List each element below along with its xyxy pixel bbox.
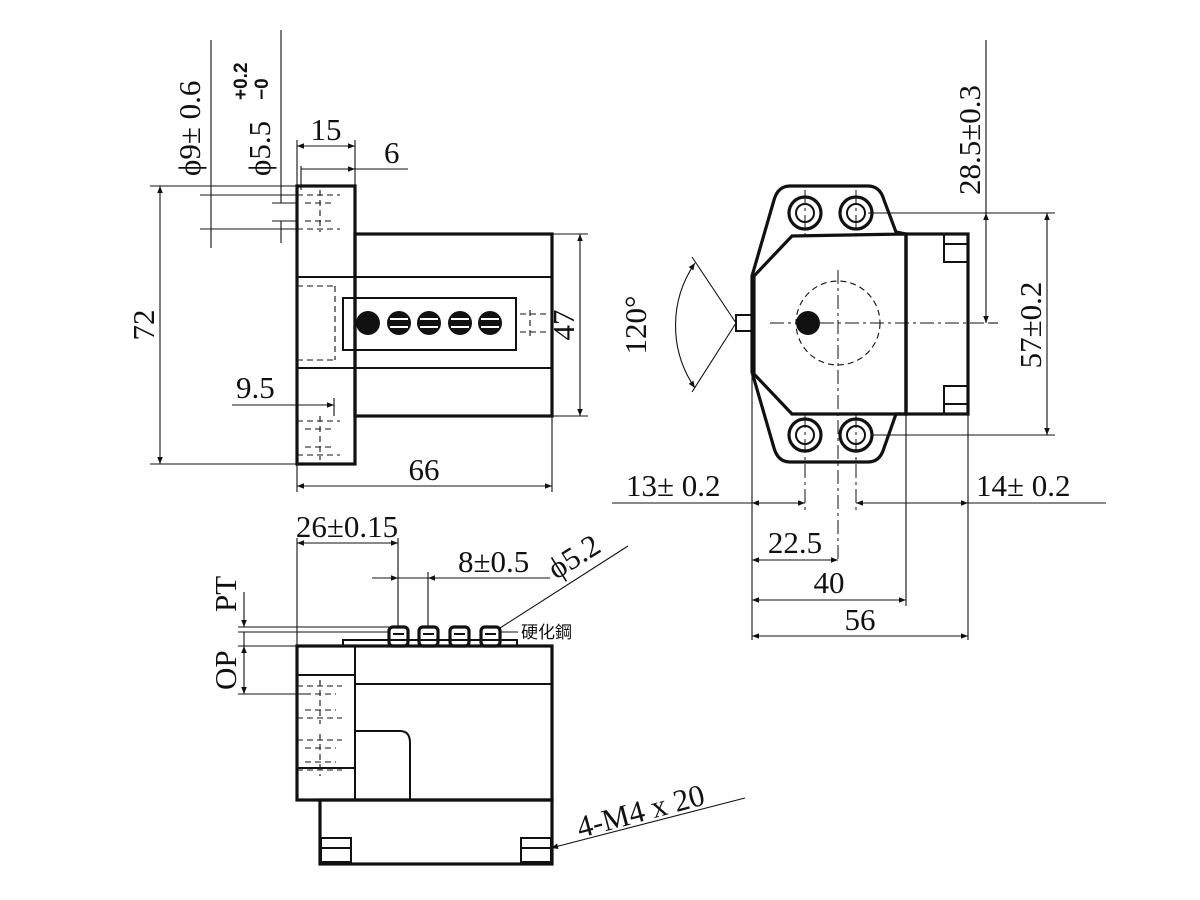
foot-left (320, 837, 352, 863)
hidden-stem (520, 310, 548, 336)
ball-2 (387, 311, 411, 335)
left-stub (735, 314, 753, 332)
right-notch-bottom (943, 385, 969, 415)
dim-14: 14± 0.2 (976, 468, 1071, 503)
foot-right (520, 837, 552, 863)
plunger-3 (448, 625, 471, 648)
upper-body (295, 644, 554, 802)
right-block (904, 232, 970, 416)
dim-6: 6 (384, 135, 400, 170)
dim-72: 72 (126, 310, 161, 341)
body-outline (353, 232, 554, 418)
label-op: OP (208, 650, 243, 690)
material-note: 硬化鋼 (521, 623, 572, 643)
plunger-balls (356, 311, 502, 335)
front-view: 26±0.15 8±0.5 ϕ5.2 硬化鋼 PT OP 4-M4 x 20 (208, 509, 746, 866)
hidden-bolt-hole-top (297, 190, 340, 232)
dim-47: 47 (546, 310, 581, 341)
dim-26: 26±0.15 (296, 509, 398, 544)
right-notch-top (943, 233, 969, 263)
ball-3 (417, 311, 441, 335)
side-view: 120° 28.5±0.3 57±0.2 13± 0.2 14± 0.2 22.… (612, 40, 1106, 640)
inner-body (752, 232, 908, 416)
plunger-window (342, 297, 517, 351)
plunger-2 (417, 625, 440, 648)
dim-40: 40 (814, 565, 845, 600)
thread-note: 4-M4 x 20 (573, 777, 708, 845)
dim-phi52: ϕ5.2 (541, 527, 606, 586)
dim-66: 66 (409, 452, 440, 487)
dim-57: 57±0.2 (1013, 282, 1048, 369)
top-view: 72 ϕ9± 0.6 ϕ5.5 +0.2 −0 15 6 47 (126, 30, 588, 492)
dim-phi9: ϕ9± 0.6 (172, 81, 207, 176)
dim-120: 120° (618, 296, 653, 355)
plunger-4 (479, 625, 502, 648)
dim-56: 56 (845, 602, 876, 637)
lower-cover (318, 798, 554, 866)
dim-phi55-tol-plus: +0.2 (231, 62, 252, 100)
ball-5 (478, 311, 502, 335)
hidden-pocket (297, 285, 336, 361)
roller (796, 311, 820, 335)
dim-phi55: ϕ5.5 (242, 121, 277, 176)
dim-9-5: 9.5 (236, 370, 275, 405)
flange-outline (295, 184, 357, 466)
hidden-bolt-hole-bottom (297, 416, 340, 460)
dim-28-5: 28.5±0.3 (952, 85, 987, 195)
dim-phi55-tol-minus: −0 (252, 78, 273, 100)
dim-8: 8±0.5 (458, 544, 529, 579)
front-hidden-holes (297, 680, 342, 776)
plunger-1 (387, 625, 410, 648)
dim-22-5: 22.5 (768, 525, 822, 560)
dim-13: 13± 0.2 (626, 468, 721, 503)
ball-4 (448, 311, 472, 335)
side-plate-outline (750, 184, 908, 464)
dim-15: 15 (311, 112, 342, 147)
label-pt: PT (208, 576, 243, 612)
